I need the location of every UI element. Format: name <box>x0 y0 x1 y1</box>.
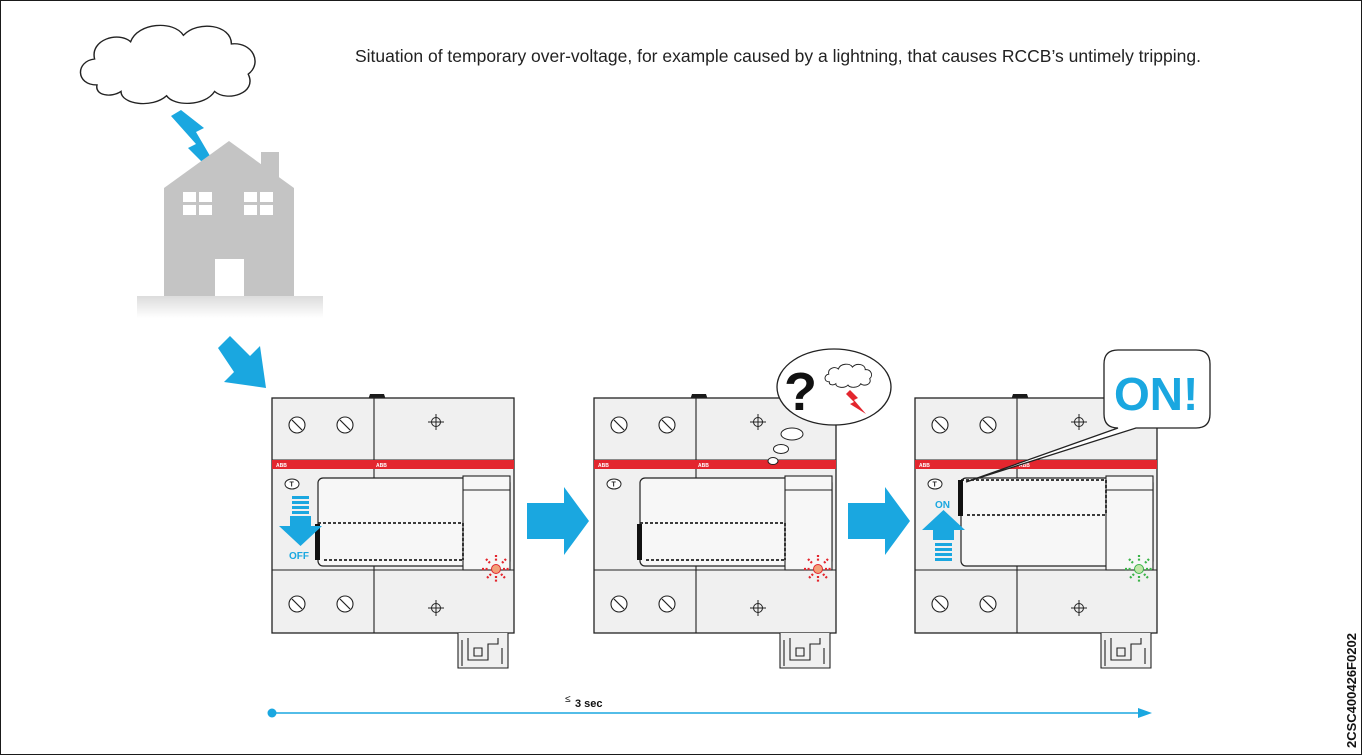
timeline-symbol: ≤ <box>565 694 571 705</box>
speech-on-text: ON! <box>1114 368 1198 420</box>
arrow-down-right-icon <box>218 336 266 388</box>
timeline-label: 3 sec <box>575 698 603 710</box>
fault-indicator-icon <box>802 553 834 585</box>
test-button-label: T <box>612 482 617 489</box>
fault-indicator-icon <box>480 553 512 585</box>
arrow-up-icon <box>922 510 965 561</box>
brand-label: ABB <box>276 463 287 469</box>
test-button-label: T <box>290 482 295 489</box>
rccb-device-reclosed: ABB ABB T ON <box>914 393 1158 669</box>
handle-off-label: OFF <box>289 551 309 562</box>
caption-text: Situation of temporary over-voltage, for… <box>355 46 1201 66</box>
arrow-right-icon <box>527 487 589 555</box>
brand-label: ABB <box>698 463 709 469</box>
small-lightning-icon <box>846 390 866 414</box>
arrow-down-icon <box>279 496 322 546</box>
figure-code: 2CSC400426F0202 <box>1344 633 1359 748</box>
brand-label: ABB <box>376 463 387 469</box>
brand-label: ABB <box>598 463 609 469</box>
timeline: ≤ 3 sec <box>267 694 1152 718</box>
rccb-device-tripped: ABB ABB T OFF <box>271 393 515 669</box>
rccb-device-tripped-waiting: ABB ABB T <box>593 393 837 669</box>
test-button-label: T <box>933 482 938 489</box>
handle-on-label: ON <box>935 500 950 511</box>
house-icon <box>137 141 323 318</box>
thought-bubble: ? <box>767 348 892 465</box>
ok-indicator-icon <box>1123 553 1155 585</box>
storm-cloud-icon <box>79 24 256 105</box>
question-mark: ? <box>784 362 817 422</box>
brand-label: ABB <box>919 463 930 469</box>
brand-label: ABB <box>1019 463 1030 469</box>
arrow-right-icon <box>848 487 910 555</box>
speech-bubble: ON! <box>965 349 1211 483</box>
